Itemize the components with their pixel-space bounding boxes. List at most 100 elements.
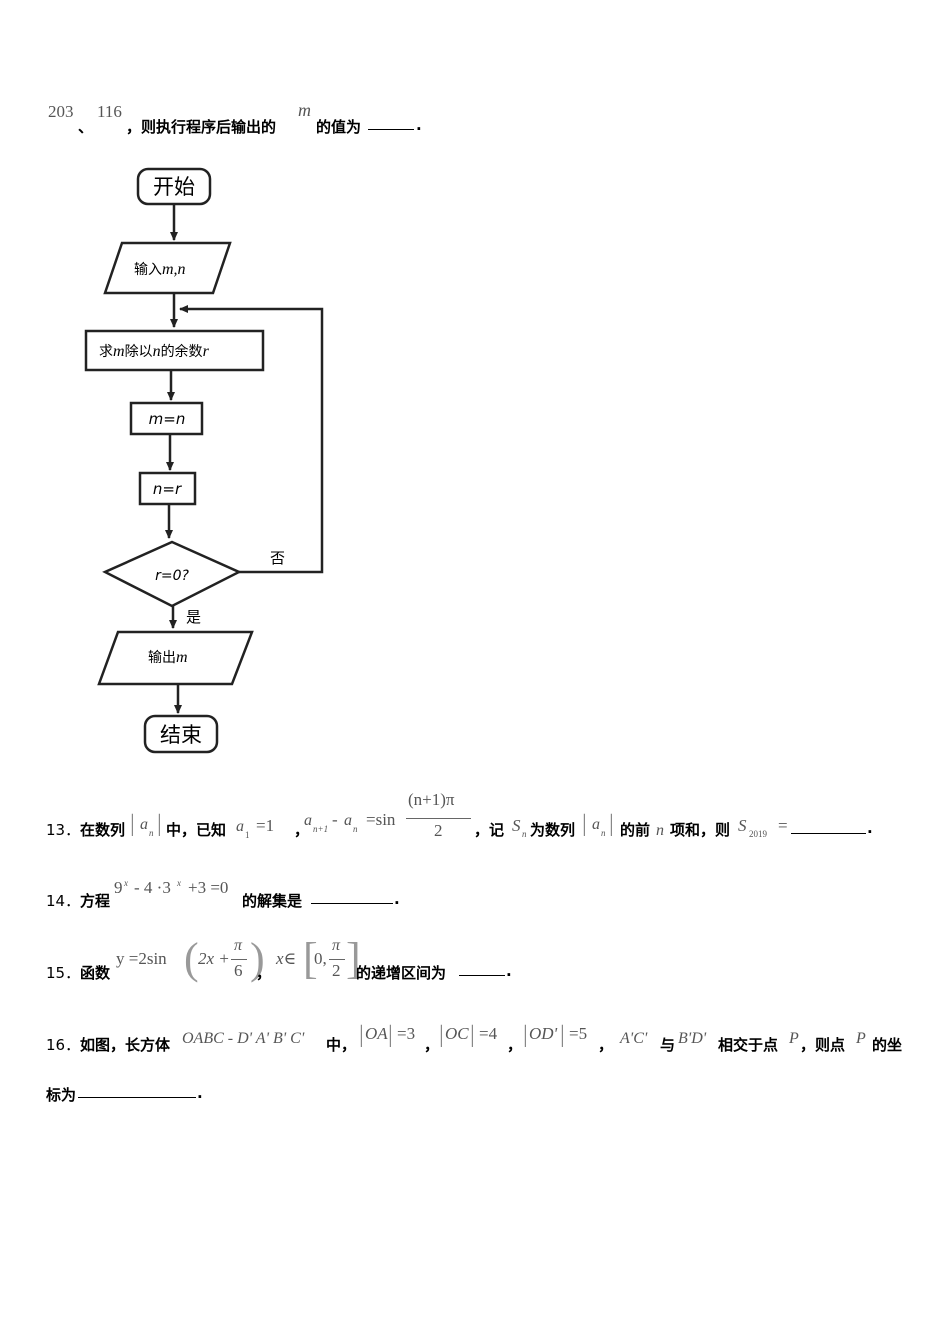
q16-text-1: 如图，长方体 — [80, 1036, 171, 1054]
q13-frac-bar — [406, 818, 471, 819]
q16-answer-blank — [78, 1085, 196, 1098]
q14-expr-9: 9 — [114, 878, 123, 897]
top-text-b: 的值为 — [316, 118, 362, 136]
q13-text-4: 为数列 — [530, 821, 576, 839]
q13-S2: S — [738, 816, 747, 835]
q13-text-3: ，记 — [474, 821, 505, 839]
dun-sep: 、 — [78, 118, 94, 136]
q14-sup-x1: x — [124, 878, 128, 888]
q13-rec-sub2: n — [353, 824, 358, 834]
q14-answer-blank — [311, 891, 393, 904]
assign2-label: n=r — [153, 480, 182, 498]
q15-frac-num: π — [234, 937, 243, 954]
input-parallelogram — [103, 241, 232, 295]
q16-p2: P — [856, 1030, 866, 1047]
flowchart: 开始 输入m,n 求m除以n的余数r m=n n=r r=0? 否 是 输出m … — [84, 167, 324, 754]
q16-oc-val: =4 — [479, 1024, 498, 1043]
step-box — [84, 329, 265, 372]
answer-blank — [368, 117, 414, 130]
q13-a1-eq: =1 — [256, 816, 275, 835]
q13-rec-sub1: n+1 — [313, 824, 329, 834]
q16-number: 16． — [46, 1036, 81, 1054]
q14-expr-mid: - 4 ·3 — [134, 878, 171, 897]
q16-sep-1: ， — [424, 1036, 440, 1054]
q16-solid: OABC - D' A' B' C' — [182, 1030, 305, 1047]
q15-frac-den: 6 — [234, 961, 243, 980]
q13-n: n — [656, 822, 664, 839]
q13-seq-a: a — [140, 816, 148, 833]
output-label: 输出m — [148, 649, 188, 666]
top-end: . — [416, 116, 422, 134]
question-16: 16． 如图，长方体 OABC - D' A' B' C' 中， | OA | … — [46, 1022, 903, 1104]
q16-oa: OA — [365, 1024, 388, 1043]
q13-rec-minus: - — [332, 810, 338, 829]
q13-rec-eq: =sin — [366, 810, 396, 829]
q13-frac-num: (n+1)π — [408, 790, 455, 809]
q13-rec-a2: a — [344, 812, 352, 829]
var-m: m — [298, 100, 311, 120]
q13-a1: a — [236, 818, 244, 835]
q15-number: 15． — [46, 964, 81, 982]
q16-od-val: =5 — [569, 1024, 588, 1043]
q16-text-4: 相交于点 — [718, 1036, 779, 1054]
q16-text-6: 的坐 — [872, 1036, 903, 1054]
q13-text-2: 中，已知 — [166, 821, 227, 839]
q16-sep-2: ， — [507, 1036, 523, 1054]
num-203: 203 — [48, 102, 74, 121]
q13-text-5: 的前 — [620, 821, 651, 839]
q13-text-6: 项和，则 — [670, 821, 731, 839]
q13-number: 13． — [46, 821, 81, 839]
q15-end: . — [506, 962, 512, 980]
q16-oc: OC — [445, 1024, 469, 1043]
end-label: 结束 — [160, 723, 202, 747]
assign1-box — [129, 401, 204, 436]
q14-end: . — [394, 890, 400, 908]
q13-text-1: 在数列 — [80, 821, 126, 839]
top-text-a: ，则执行程序后输出的 — [126, 118, 277, 136]
q13-eq: = — [778, 816, 788, 835]
num-116: 116 — [97, 102, 122, 121]
q13-seq-sub-2: n — [601, 828, 606, 838]
question-15: 15． 函数 y =2sin ( 2x + π 6 ) ， x∈ [ 0, π … — [46, 934, 512, 983]
q13-S: S — [512, 816, 521, 835]
end-terminal — [143, 714, 219, 754]
step-label: 求m除以n的余数r — [99, 343, 210, 360]
q13-seq-a-2: a — [592, 816, 600, 833]
q15-comma: ， — [256, 964, 272, 982]
input-label: 输入m,n — [134, 261, 186, 278]
cond-label: r=0? — [155, 568, 189, 584]
q16-bd: B'D' — [678, 1030, 707, 1047]
q13-S2-sub: 2019 — [749, 829, 767, 839]
assign2-box — [138, 471, 197, 506]
output-parallelogram — [97, 630, 254, 686]
q16-end: . — [197, 1084, 203, 1102]
q15-text-1: 函数 — [80, 964, 111, 982]
q16-line2: 标为 — [46, 1086, 77, 1104]
q14-text-1: 方程 — [80, 892, 111, 910]
q14-number: 14． — [46, 892, 81, 910]
q16-p: P — [789, 1030, 799, 1047]
q16-text-3: 与 — [660, 1036, 676, 1054]
q16-text-5: ，则点 — [800, 1036, 846, 1054]
question-13: 13． 在数列 | a n | 中，已知 a 1 =1 ， a n+1 - a … — [46, 790, 873, 840]
q16-oa-val: =3 — [397, 1024, 416, 1043]
q13-a1-sub: 1 — [245, 830, 250, 840]
q15-int-left: 0, — [314, 949, 327, 968]
q13-frac-den: 2 — [434, 821, 443, 840]
q14-text-2: 的解集是 — [242, 892, 303, 910]
q13-end: . — [867, 819, 873, 837]
q16-od: OD' — [529, 1024, 558, 1043]
q16-text-2: 中， — [326, 1036, 357, 1054]
question-14: 14． 方程 9 x - 4 ·3 x +3 =0 的解集是 . — [46, 876, 906, 916]
q13-seq-sub: n — [149, 828, 154, 838]
q13-answer-blank — [791, 821, 866, 834]
yes-label: 是 — [186, 608, 201, 626]
q14-sup-x2: x — [177, 878, 181, 888]
q15-dom: x∈ — [276, 949, 297, 968]
loop-back-arrow — [179, 305, 324, 574]
no-label: 否 — [270, 549, 285, 567]
q15-int-den: 2 — [332, 961, 341, 980]
q15-int-bar — [329, 959, 345, 960]
q13-S-sub: n — [522, 829, 527, 839]
q16-ac: A'C' — [620, 1030, 648, 1047]
